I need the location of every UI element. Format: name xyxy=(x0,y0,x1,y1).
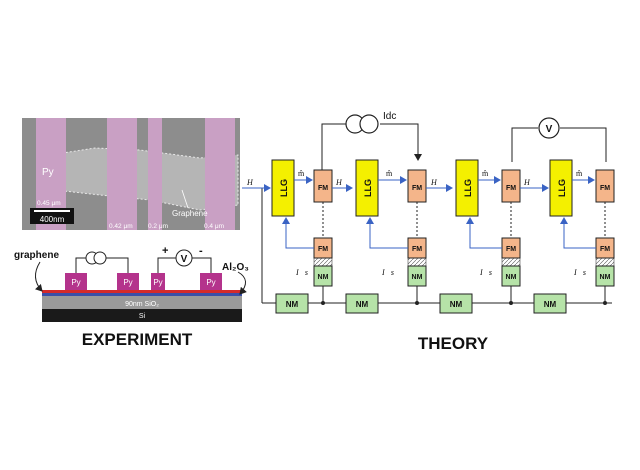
py-stripe-2 xyxy=(107,118,137,230)
py-stripe-3 xyxy=(148,118,162,230)
svg-text:NM: NM xyxy=(600,274,611,281)
svg-text:FM: FM xyxy=(600,185,610,192)
nm-label-4: NM xyxy=(544,300,557,309)
py-pad-label-4: Py xyxy=(206,278,215,287)
si-layer xyxy=(42,309,242,322)
theory-current-source-icon xyxy=(345,114,379,134)
scale-bar-label: 400nm xyxy=(40,215,65,224)
svg-text:m̂: m̂ xyxy=(386,169,393,178)
llg-box-1 xyxy=(271,159,295,217)
idc-label: Idc xyxy=(383,111,396,122)
si-label: Si xyxy=(139,313,146,320)
sem-width-3: 0.2 μm xyxy=(148,223,168,230)
svg-text:FM: FM xyxy=(506,185,516,192)
nm-box-3 xyxy=(439,293,473,314)
svg-text:FM: FM xyxy=(412,246,422,253)
llg-box-3 xyxy=(455,159,479,217)
svg-text:FM: FM xyxy=(506,246,516,253)
al2o3-layer xyxy=(42,293,242,296)
svg-text:V: V xyxy=(546,124,553,135)
py-pad-1 xyxy=(65,273,87,290)
svg-text:I⃗s: I⃗s xyxy=(381,268,394,277)
llg-box-4 xyxy=(549,159,573,217)
nm-box-1 xyxy=(275,293,309,314)
nm-box-2 xyxy=(345,293,379,314)
py-pad-3 xyxy=(151,273,165,290)
py-pad-2 xyxy=(117,273,139,290)
experiment-heading: EXPERIMENT xyxy=(82,330,193,349)
svg-text:m̂: m̂ xyxy=(576,169,583,178)
graphene-flake xyxy=(49,147,239,211)
svg-text:I⃗s: I⃗s xyxy=(573,268,586,277)
svg-text:V: V xyxy=(181,254,188,265)
unit-3: LLG m̂ FM FM NM I⃗s H⃗ xyxy=(455,159,549,303)
py-pad-label-2: Py xyxy=(123,278,132,287)
svg-text:I⃗s: I⃗s xyxy=(479,268,492,277)
svg-text:H⃗: H⃗ xyxy=(523,178,536,187)
svg-text:LLG: LLG xyxy=(363,179,373,197)
nm-label-1: NM xyxy=(286,300,299,309)
voltmeter-plus: + xyxy=(162,245,168,257)
svg-text:FM: FM xyxy=(318,185,328,192)
theory-voltmeter-icon: V xyxy=(538,117,560,139)
sio2-layer xyxy=(42,296,242,309)
svg-text:NM: NM xyxy=(506,274,517,281)
svg-text:FM: FM xyxy=(600,246,610,253)
svg-text:H⃗: H⃗ xyxy=(430,178,443,187)
svg-text:LLG: LLG xyxy=(557,179,567,197)
h-label-1: H⃗ xyxy=(246,178,259,187)
nm-label-2: NM xyxy=(356,300,369,309)
svg-text:m̂: m̂ xyxy=(482,169,489,178)
py-pad-4 xyxy=(200,273,222,290)
voltmeter-minus: - xyxy=(199,245,203,257)
llg-box-2 xyxy=(355,159,379,217)
sem-graphene-label: Graphene xyxy=(172,209,208,218)
nm-label-3: NM xyxy=(450,300,463,309)
unit-4: LLG m̂ FM FM NM I⃗s xyxy=(549,159,615,303)
sem-image: 400nm Py 0.45 μm 0.42 μm 0.2 μm 0.4 μm G… xyxy=(22,118,240,230)
svg-text:FM: FM xyxy=(412,185,422,192)
unit-2: LLG m̂ FM FM NM I⃗s H⃗ xyxy=(355,159,453,303)
nm-box-4 xyxy=(533,293,567,314)
voltmeter-icon: V xyxy=(175,249,193,267)
al2o3-label: Al₂O₃ xyxy=(222,262,249,273)
device-cross-section: 90nm SiO₂ Si Py Py Py Py V + - graphene … xyxy=(14,245,249,322)
theory-circuit: Idc V NM NM NM NM H⃗ LLG m̂ FM xyxy=(242,111,615,314)
svg-text:NM: NM xyxy=(412,274,423,281)
svg-text:FM: FM xyxy=(318,246,328,253)
sem-width-1: 0.45 μm xyxy=(37,200,61,207)
sio2-label: 90nm SiO₂ xyxy=(125,301,159,308)
py-stripe-4 xyxy=(205,118,235,230)
sem-py-label: Py xyxy=(42,167,54,178)
sem-width-4: 0.4 μm xyxy=(204,223,224,230)
svg-text:LLG: LLG xyxy=(463,179,473,197)
graphene-stack-label: graphene xyxy=(14,250,59,261)
svg-text:m̂: m̂ xyxy=(298,169,305,178)
theory-heading: THEORY xyxy=(418,334,489,353)
svg-text:LLG: LLG xyxy=(279,179,289,197)
sem-width-2: 0.42 μm xyxy=(109,223,133,230)
current-source-icon xyxy=(85,251,107,265)
graphene-layer xyxy=(42,290,242,293)
py-pad-label-3: Py xyxy=(153,278,162,287)
svg-text:H⃗: H⃗ xyxy=(335,178,348,187)
svg-text:NM: NM xyxy=(318,274,329,281)
py-pad-label-1: Py xyxy=(71,278,80,287)
unit-1: H⃗ LLG m̂ FM FM NM I⃗s H⃗ xyxy=(242,159,353,303)
svg-text:I⃗s: I⃗s xyxy=(295,268,308,277)
